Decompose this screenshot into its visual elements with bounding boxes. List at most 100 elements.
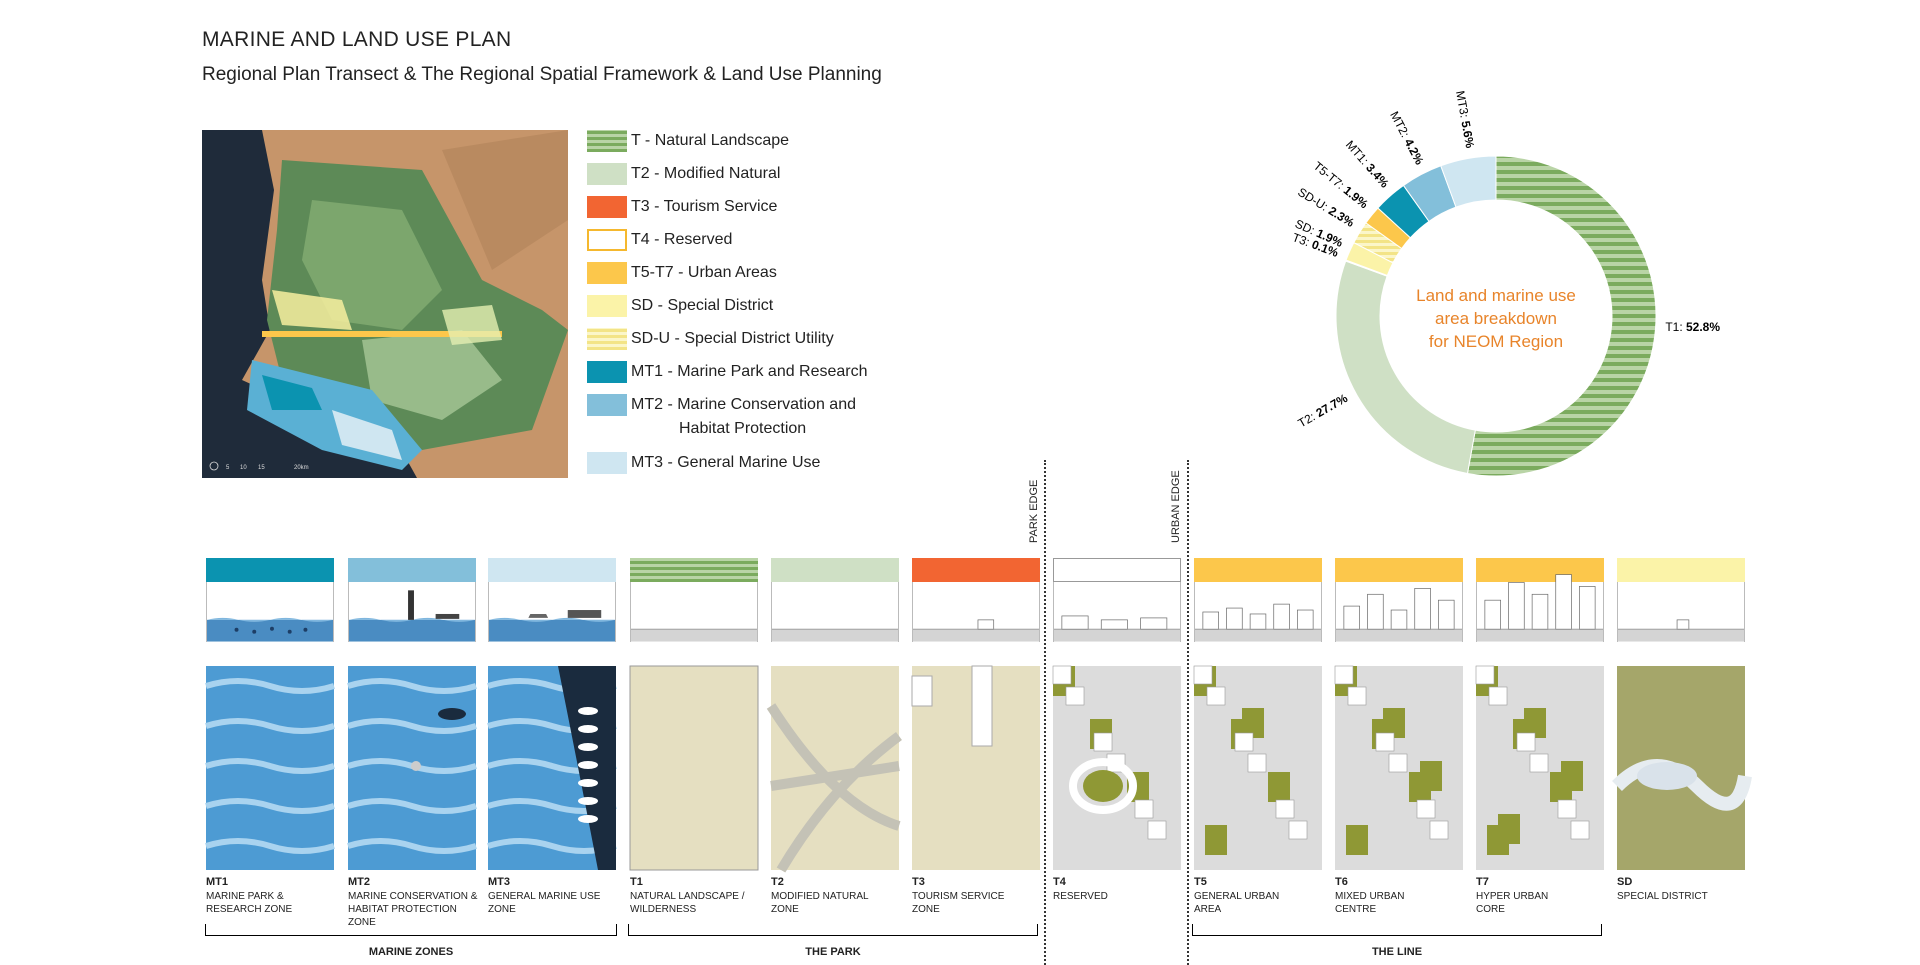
legend-label: MT1 - Marine Park and Research — [631, 363, 868, 380]
zone-plan-view — [1334, 665, 1463, 870]
zone-code: MT2 — [348, 876, 370, 888]
legend-label: SD - Special District — [631, 297, 774, 314]
transect-column-t3 — [912, 558, 1040, 647]
zone-plan-view — [629, 665, 759, 871]
legend-item-sdu: SD-U - Special District Utility — [587, 328, 834, 350]
transect-column-t2 — [771, 558, 899, 647]
zone-color-band — [912, 558, 1040, 582]
zone-section-illustration — [1053, 582, 1181, 642]
legend-label: MT3 - General Marine Use — [631, 454, 821, 471]
legend-item-t3: T3 - Tourism Service — [587, 196, 777, 218]
park-edge-line — [1044, 460, 1046, 965]
region-map: 5 10 15 20km — [202, 130, 568, 478]
zone-code: T7 — [1476, 876, 1489, 888]
donut-slice-t1 — [1466, 155, 1657, 477]
zone-code: T4 — [1053, 876, 1066, 888]
park-edge-label: PARK EDGE — [1028, 479, 1040, 543]
legend-item-t2: T2 - Modified Natural — [587, 163, 780, 185]
scale-label: 10 — [240, 465, 247, 471]
zone-plan-view — [1193, 665, 1322, 870]
transect-column-mt3 — [488, 558, 616, 647]
zone-color-band — [1053, 558, 1181, 582]
zone-plan-view — [911, 665, 1040, 870]
group-label-park: THE PARK — [805, 946, 861, 958]
legend-swatch — [587, 262, 627, 284]
donut-label-mt3: MT3: 5.6% — [1453, 90, 1477, 150]
legend-swatch — [587, 452, 627, 474]
zone-color-band — [1335, 558, 1463, 582]
donut-label-mt2: MT2: 4.2% — [1387, 109, 1427, 167]
urban-edge-line — [1187, 460, 1189, 965]
zone-color-band — [1617, 558, 1745, 582]
legend-label: T5-T7 - Urban Areas — [631, 264, 777, 281]
zone-plan-view — [1052, 665, 1181, 870]
group-bracket-park — [628, 924, 1038, 936]
zone-plan-view — [205, 666, 335, 870]
zone-code: T5 — [1194, 876, 1207, 888]
transect-column-t5 — [1194, 558, 1322, 647]
group-label-line: THE LINE — [1371, 946, 1423, 958]
map-scale-bar: 5 10 15 20km — [209, 461, 309, 471]
zone-code: MT3 — [488, 876, 510, 888]
donut-center-text: for NEOM Region — [1429, 332, 1563, 351]
zone-color-band — [1194, 558, 1322, 582]
urban-edge-label: URBAN EDGE — [1170, 470, 1182, 543]
donut-label-t2: T2: 27.7% — [1296, 391, 1351, 431]
zone-color-band — [771, 558, 899, 582]
transect-column-t7 — [1476, 558, 1604, 647]
zone-description: MARINE CONSERVATION &HABITAT PROTECTION … — [348, 891, 478, 928]
zone-code: T6 — [1335, 876, 1348, 888]
legend-swatch — [587, 163, 627, 185]
transect-column-sd — [1617, 558, 1745, 647]
zone-color-band — [206, 558, 334, 582]
zone-plan-view — [347, 666, 477, 870]
legend-swatch — [587, 361, 627, 383]
legend-item-sd: SD - Special District — [587, 295, 773, 317]
legend-label: T - Natural Landscape — [631, 132, 790, 149]
transect-column-mt2 — [348, 558, 476, 647]
group-bracket-line — [1192, 924, 1602, 936]
zone-section-illustration — [630, 582, 758, 642]
zone-description: NATURAL LANDSCAPE /WILDERNESS — [630, 891, 745, 915]
page-subtitle: Regional Plan Transect & The Regional Sp… — [202, 64, 882, 85]
zone-section-illustration — [488, 582, 616, 642]
zone-section-illustration — [1617, 582, 1745, 642]
legend-item-mt1: MT1 - Marine Park and Research — [587, 361, 868, 383]
zone-code: MT1 — [206, 876, 228, 888]
transect-column-mt1 — [206, 558, 334, 647]
legend-swatch — [587, 229, 627, 251]
legend-label: T4 - Reserved — [631, 231, 733, 248]
legend-label: T3 - Tourism Service — [631, 198, 778, 215]
legend-swatch — [587, 328, 627, 350]
zone-section-illustration — [1194, 582, 1322, 642]
zone-code: T1 — [630, 876, 643, 888]
scale-label: 5 — [226, 465, 230, 471]
zone-plan-view — [766, 666, 902, 873]
zone-color-band — [630, 558, 758, 582]
donut-center-text: Land and marine use — [1416, 286, 1576, 305]
zone-description: SPECIAL DISTRICT — [1617, 891, 1708, 902]
group-label-marine: MARINE ZONES — [368, 946, 454, 958]
legend-swatch — [587, 394, 627, 416]
legend-label: T2 - Modified Natural — [631, 165, 781, 182]
scale-label: 20km — [294, 465, 309, 471]
zone-plan-view — [1475, 665, 1604, 870]
zone-plan-view — [487, 666, 617, 870]
zone-color-band — [348, 558, 476, 582]
transect-column-t6 — [1335, 558, 1463, 647]
scale-label: 15 — [258, 465, 265, 471]
donut-center-text: area breakdown — [1435, 309, 1557, 328]
legend-swatch — [587, 295, 627, 317]
group-bracket-marine — [205, 924, 617, 936]
zone-code: T3 — [912, 876, 925, 888]
donut-label-t1: T1: 52.8% — [1665, 320, 1720, 334]
zone-plan-view — [1612, 666, 1752, 870]
zone-description: RESERVED — [1053, 891, 1108, 902]
land-use-donut-chart: T1: 52.8%T2: 27.7%T3: 0.1%SD: 1.9%SD-U: … — [1290, 90, 1720, 477]
